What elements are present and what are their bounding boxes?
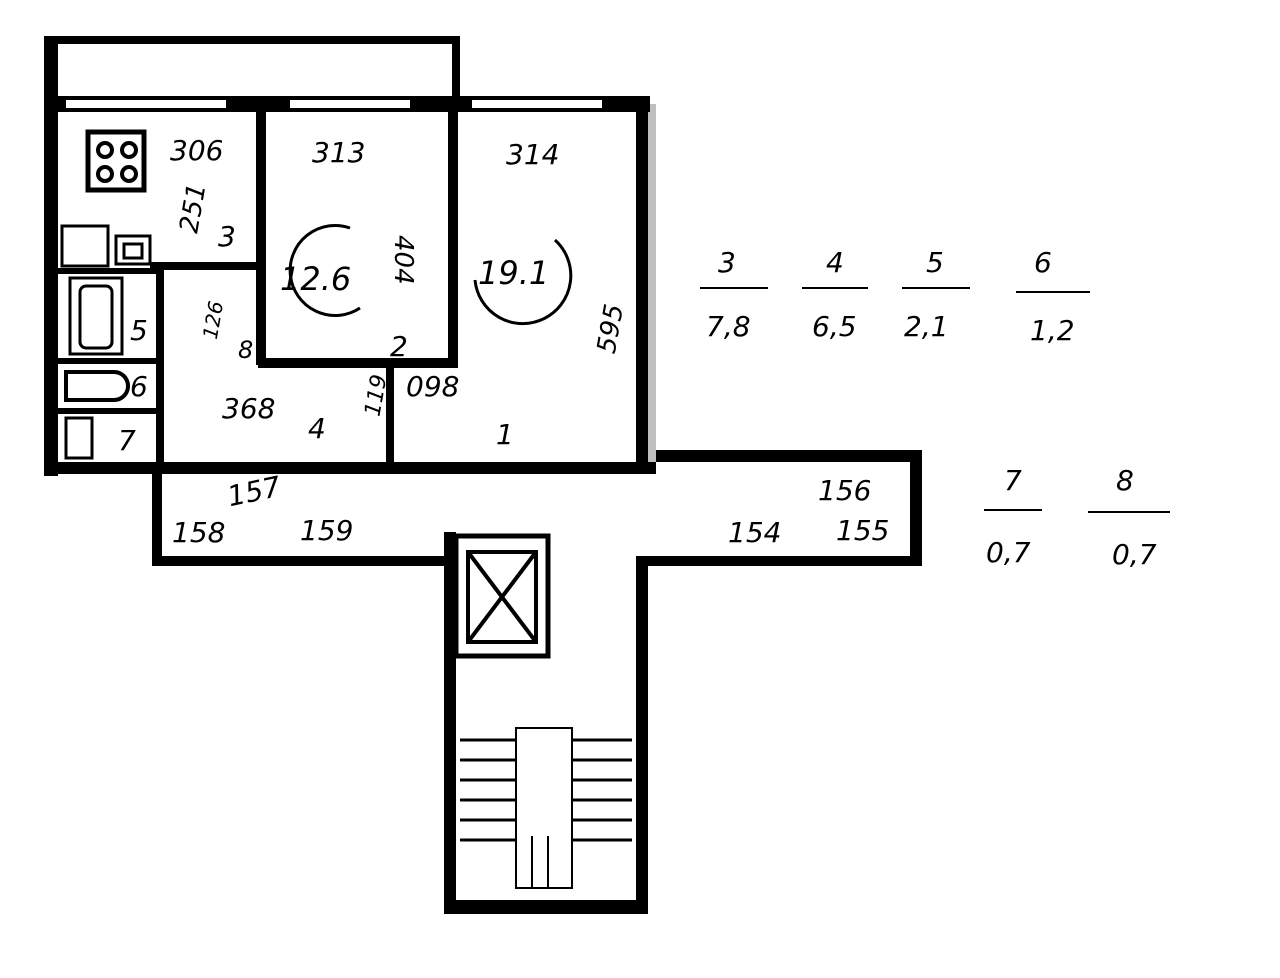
dim-hall-length: 368: [222, 392, 275, 425]
room-number-labels: 1 2 3 4 5 6 7 8: [118, 220, 514, 457]
legend-room: 6: [1034, 246, 1052, 279]
dim-154: 154: [728, 516, 781, 549]
dim-159: 159: [300, 514, 353, 547]
staircase-icon: [460, 727, 632, 889]
legend-item: 8 0,7: [1088, 464, 1170, 571]
room-number-4: 4: [308, 412, 326, 445]
legend-room: 3: [718, 246, 736, 279]
dim-155: 155: [836, 514, 889, 547]
area-room2: 12.6: [280, 260, 351, 298]
dim-kitchen-depth: 251: [174, 181, 212, 235]
legend-room: 4: [826, 246, 844, 279]
legend-area: 0,7: [986, 536, 1031, 569]
dim-wc: 126: [198, 299, 228, 341]
dim-room1-depth: 595: [592, 302, 630, 356]
area-circle-room1: [473, 238, 573, 326]
legend-item: 3 7,8: [700, 246, 768, 343]
area-legend: 3 7,8 4 6,5 5 2,1 6 1,2 7 0,7 8 0,7: [700, 246, 1170, 571]
legend-item: 4 6,5: [802, 246, 868, 343]
elevator-icon: [453, 533, 551, 659]
legend-item: 5 2,1: [902, 246, 970, 343]
toilet-icon: [64, 416, 94, 460]
sink-icon: [60, 224, 152, 268]
legend-area: 7,8: [706, 310, 751, 343]
room-number-6: 6: [130, 370, 148, 403]
legend-item: 7 0,7: [984, 464, 1042, 569]
area-room1: 19.1: [478, 254, 549, 292]
stove-icon: [85, 129, 147, 193]
stair-corridor-walls: [152, 450, 922, 914]
room-number-2: 2: [390, 330, 408, 363]
dim-room1-width: 314: [506, 138, 559, 171]
legend-room: 8: [1116, 464, 1134, 497]
dim-room2-depth: 404: [388, 235, 418, 285]
dim-156: 156: [818, 474, 871, 507]
legend-area: 0,7: [1112, 538, 1157, 571]
washbasin-icon: [64, 370, 130, 402]
dim-158: 158: [172, 516, 225, 549]
dim-corridor-width: 098: [406, 370, 459, 403]
dimension-labels: 306 313 314 251 404 595 368 119 098 126 …: [170, 134, 889, 549]
dim-room2-width: 313: [312, 136, 365, 169]
legend-item: 6 1,2: [1016, 246, 1090, 347]
room-number-5: 5: [130, 314, 148, 347]
area-circle-room2: [288, 224, 361, 317]
room-number-1: 1: [496, 418, 514, 451]
dim-kitchen-width: 306: [170, 134, 223, 167]
bathtub-icon: [68, 276, 124, 356]
legend-area: 1,2: [1030, 314, 1075, 347]
room-number-7: 7: [118, 424, 136, 457]
legend-room: 5: [926, 246, 944, 279]
dim-157: 157: [225, 470, 284, 513]
legend-area: 2,1: [904, 310, 949, 343]
legend-room: 7: [1004, 464, 1022, 497]
legend-area: 6,5: [812, 310, 857, 343]
room-number-3: 3: [218, 220, 236, 253]
room-number-8: 8: [238, 336, 253, 364]
apartment-walls: [44, 36, 656, 476]
